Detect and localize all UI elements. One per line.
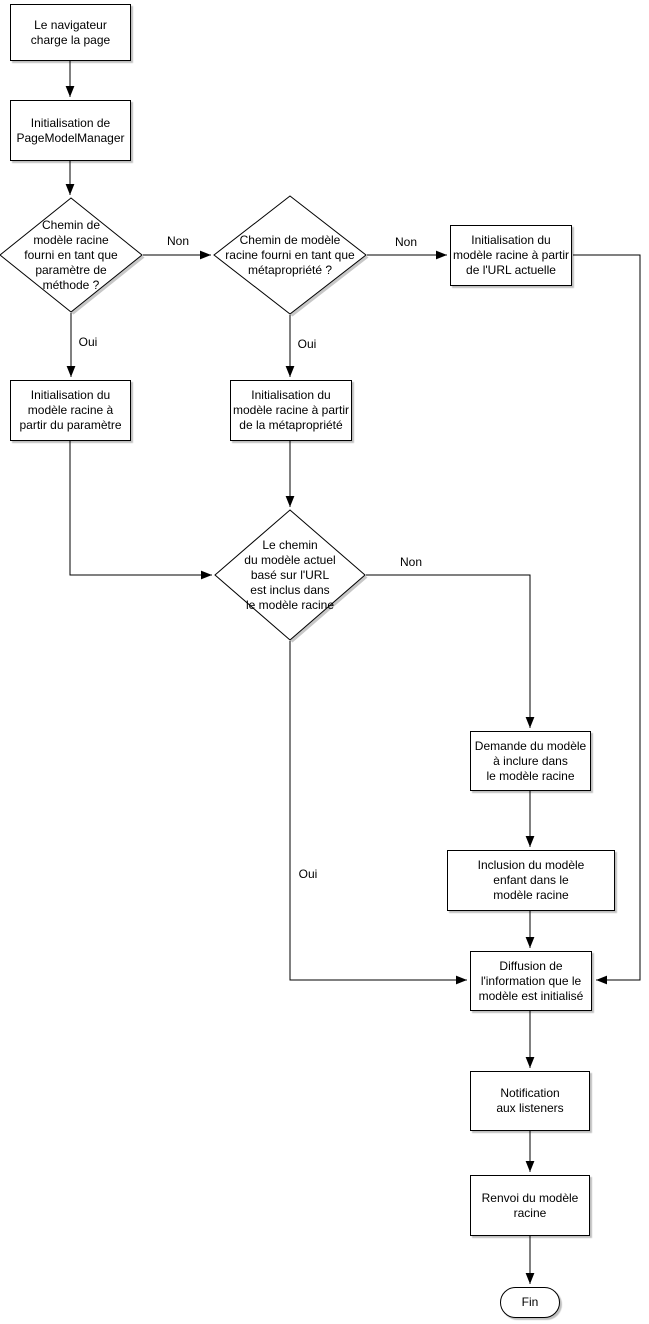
node-init-pagemodelmanager: Initialisation de PageModelManager	[10, 100, 131, 161]
decision-meta-shape	[213, 195, 367, 315]
node-broadcast-init-label: Diffusion de l'information que le modèle…	[478, 958, 584, 1003]
decision-param-shape	[0, 197, 143, 313]
edge-label-meta-non: Non	[393, 235, 419, 249]
edge-label-included-oui: Oui	[297, 867, 319, 881]
node-init-from-param-label: Initialisation du modèle racine à partir…	[19, 388, 122, 432]
node-include-child-label: Inclusion du modèle enfant dans le modèl…	[477, 858, 585, 902]
node-init-from-param: Initialisation du modèle racine à partir…	[10, 380, 131, 441]
edge-label-param-oui: Oui	[77, 335, 99, 349]
node-browser-loads-page-label: Le navigateur charge la page	[30, 17, 111, 47]
node-browser-loads-page: Le navigateur charge la page	[10, 4, 131, 61]
node-init-pagemodelmanager-label: Initialisation de PageModelManager	[16, 115, 125, 145]
edge-init-url-to-broadcast	[573, 254, 641, 985]
node-notify-listeners-label: Notification aux listeners	[496, 1086, 564, 1115]
node-include-child: Inclusion du modèle enfant dans le modèl…	[447, 850, 615, 911]
node-init-from-meta: Initialisation du modèle racine à partir…	[230, 380, 352, 441]
edge-label-included-non: Non	[398, 555, 424, 569]
node-broadcast-init: Diffusion de l'information que le modèle…	[470, 951, 592, 1011]
node-end-label: Fin	[521, 1295, 539, 1309]
node-end-terminator: Fin	[500, 1287, 560, 1318]
node-request-model-label: Demande du modèle à inclure dans le modè…	[474, 738, 587, 783]
edge-decision-included-oui	[289, 641, 467, 985]
node-request-model: Demande du modèle à inclure dans le modè…	[470, 731, 591, 791]
edge-init-param-to-decision-included	[69, 441, 212, 580]
edge-decision-included-non	[366, 574, 535, 728]
node-return-root-label: Renvoi du modèle racine	[481, 1190, 579, 1220]
decision-included-shape	[214, 509, 366, 641]
node-notify-listeners: Notification aux listeners	[470, 1071, 590, 1131]
edge-label-param-non: Non	[165, 234, 191, 248]
node-init-from-url: Initialisation du modèle racine à partir…	[450, 225, 572, 286]
edge-label-meta-oui: Oui	[296, 337, 318, 351]
node-return-root: Renvoi du modèle racine	[470, 1175, 590, 1236]
node-init-from-url-label: Initialisation du modèle racine à partir…	[452, 233, 570, 277]
node-init-from-meta-label: Initialisation du modèle racine à partir…	[232, 388, 350, 432]
